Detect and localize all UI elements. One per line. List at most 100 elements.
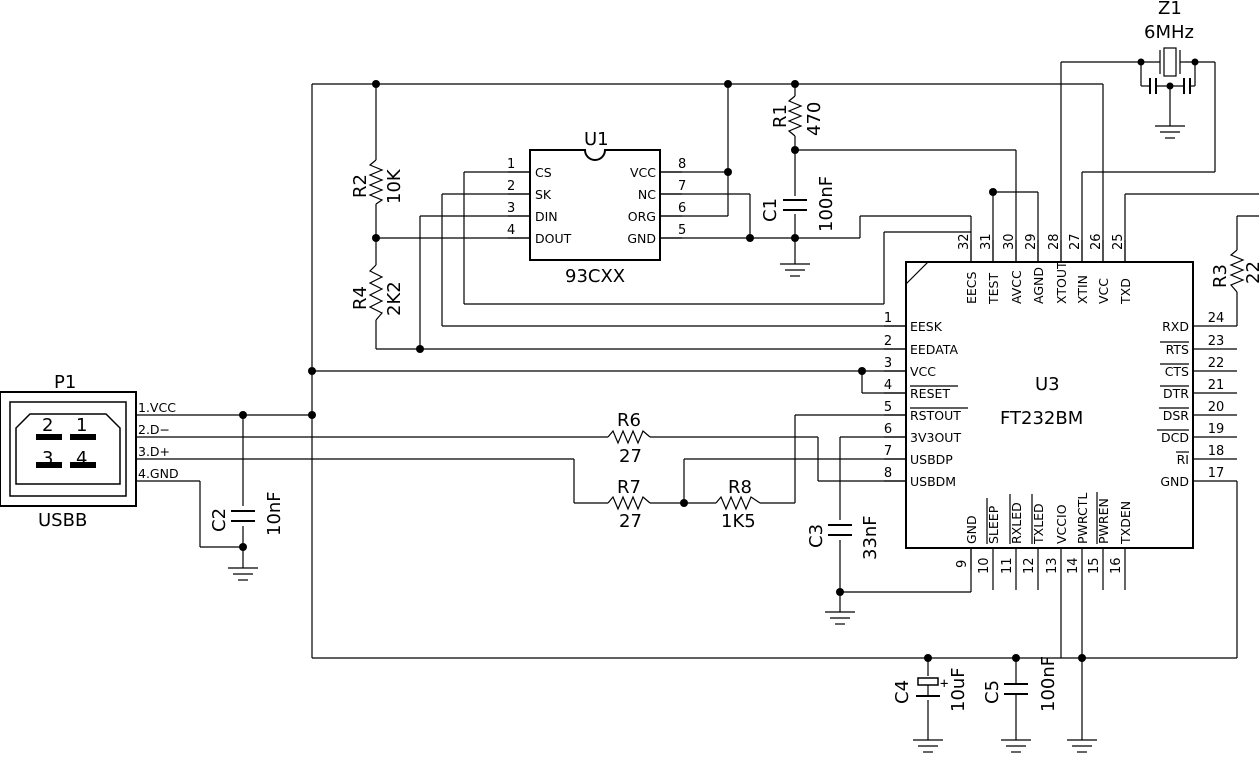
u3-pin-name: CTS bbox=[1165, 364, 1189, 379]
u3-pin-num: 21 bbox=[1208, 378, 1225, 393]
u3-pin-num: 6 bbox=[884, 422, 892, 437]
r3-value: 22 bbox=[1243, 261, 1259, 284]
u3-pin-num: 31 bbox=[979, 233, 994, 250]
u3-pin-num: 5 bbox=[884, 400, 892, 415]
c2-value: 10nF bbox=[264, 491, 285, 536]
ground-icon bbox=[780, 263, 810, 277]
u3-pin-num: 4 bbox=[884, 378, 892, 393]
ground-symbols bbox=[228, 125, 1185, 753]
usb-face-num: 2 bbox=[42, 415, 53, 436]
u3-pin-name: XTIN bbox=[1075, 275, 1090, 304]
u3-pin-name: VCC bbox=[1096, 278, 1111, 304]
u3-pin-name: RI bbox=[1177, 452, 1189, 467]
u3-pin-name: USBDM bbox=[910, 474, 956, 489]
resistors bbox=[368, 95, 1245, 511]
u3-pin-name: AVCC bbox=[1009, 270, 1024, 304]
u3-pin-num: 16 bbox=[1109, 557, 1124, 574]
ground-icon bbox=[228, 567, 258, 581]
wires bbox=[136, 61, 1259, 740]
u1-pin-name: DIN bbox=[535, 209, 558, 224]
c1-ref: C1 bbox=[760, 198, 781, 222]
c3-ref: C3 bbox=[806, 524, 827, 548]
u3-pin-name: TXLED bbox=[1031, 503, 1046, 545]
c4-value: 10uF bbox=[948, 667, 969, 712]
u3-pin-name: USBDP bbox=[910, 452, 953, 467]
u3-pin-num: 14 bbox=[1066, 557, 1081, 574]
u3-left-pins: 1 2 3 4 5 6 7 8 EESK EEDATA VCC RESET RS… bbox=[884, 311, 968, 489]
u3-pin-num: 9 bbox=[955, 560, 970, 568]
u3-pin-num: 32 bbox=[957, 233, 972, 250]
r1-value: 470 bbox=[804, 102, 825, 136]
crystal-z1 bbox=[1140, 47, 1196, 126]
u3-pin-num: 15 bbox=[1087, 557, 1102, 574]
svg-text:+: + bbox=[940, 676, 948, 692]
u1-pin-name: DOUT bbox=[535, 231, 572, 246]
u3-pin-num: 17 bbox=[1208, 466, 1225, 481]
u1-pin-num: 6 bbox=[678, 201, 686, 216]
c5-ref: C5 bbox=[982, 680, 1003, 704]
ground-icon bbox=[825, 611, 855, 625]
r2-value: 10K bbox=[384, 168, 405, 204]
u3-pin-name: VCCIO bbox=[1054, 504, 1069, 544]
u3-pin-name: VCC bbox=[910, 364, 936, 379]
usb-face-num: 1 bbox=[76, 415, 87, 436]
u1-pin-num: 7 bbox=[678, 179, 686, 194]
ground-icon bbox=[1067, 739, 1097, 753]
u3-pin-name: RSTOUT bbox=[910, 408, 961, 423]
u3-pin-name: EEDATA bbox=[910, 342, 958, 357]
p1-part: USBB bbox=[38, 510, 87, 531]
r3-ref: R3 bbox=[1210, 264, 1231, 288]
u3-pin-num: 18 bbox=[1208, 444, 1225, 459]
p1-ref: P1 bbox=[54, 372, 76, 393]
u3-pin-num: 2 bbox=[884, 334, 892, 349]
u3-pin-num: 1 bbox=[884, 311, 892, 326]
usb-contact-icon bbox=[36, 462, 62, 468]
u3-pin-num: 28 bbox=[1047, 233, 1062, 250]
u3-pin-num: 22 bbox=[1208, 356, 1225, 371]
u3-pin-num: 23 bbox=[1208, 334, 1225, 349]
u3-pin-name: TEST bbox=[986, 273, 1001, 305]
u3-pin-num: 20 bbox=[1208, 400, 1225, 415]
r8-ref: R8 bbox=[728, 477, 752, 498]
u3-top-pins: 32 31 30 29 28 27 26 25 EECS TEST AVCC A… bbox=[957, 233, 1133, 305]
u3-pin-name: RTS bbox=[1166, 342, 1189, 357]
ground-icon bbox=[1155, 125, 1185, 139]
u1-pin-num: 8 bbox=[678, 157, 686, 172]
u3-pin-name: XTOUT bbox=[1054, 261, 1069, 304]
u3-pin-num: 10 bbox=[977, 557, 992, 574]
u3-pin-num: 29 bbox=[1024, 233, 1039, 250]
u3-usb-uart: U3 FT232BM 1 2 3 4 5 6 7 8 EES bbox=[884, 233, 1224, 574]
u3-pin-num: 26 bbox=[1089, 233, 1104, 250]
ground-icon bbox=[1001, 739, 1031, 753]
u3-pin-name: TXD bbox=[1118, 278, 1133, 305]
u3-pin-num: 24 bbox=[1208, 311, 1225, 326]
u3-pin-name: RXD bbox=[1162, 319, 1189, 334]
ground-icon bbox=[913, 739, 943, 753]
u3-pin-num: 19 bbox=[1208, 422, 1225, 437]
usb-contact-icon bbox=[36, 434, 62, 440]
r7-value: 27 bbox=[619, 511, 642, 532]
u1-pin-num: 3 bbox=[507, 201, 515, 216]
u1-pin-num: 4 bbox=[507, 223, 515, 238]
z1-ref: Z1 bbox=[1158, 0, 1182, 19]
u3-pin-num: 12 bbox=[1022, 557, 1037, 574]
r6-value: 27 bbox=[619, 446, 642, 467]
u1-pin-name: CS bbox=[535, 165, 552, 180]
p1-pin-label: 3.D+ bbox=[138, 444, 170, 459]
c3-value: 33nF bbox=[860, 515, 881, 560]
r2-ref: R2 bbox=[350, 174, 371, 198]
u3-pin-name: 3V3OUT bbox=[910, 430, 961, 445]
u1-pin-name: SK bbox=[535, 187, 552, 202]
u1-pin-name: ORG bbox=[628, 209, 656, 224]
u3-pin-name: RXLED bbox=[1009, 502, 1024, 544]
u3-pin-name: EESK bbox=[910, 319, 943, 334]
u1-pin-num: 2 bbox=[507, 179, 515, 194]
u1-pin-num: 1 bbox=[507, 157, 515, 172]
u3-bottom-pins: GND SLEEP RXLED TXLED VCCIO PWRCTL PWREN… bbox=[955, 492, 1133, 574]
u3-pin-name: RESET bbox=[910, 386, 950, 401]
u1-pin-name: NC bbox=[638, 187, 656, 202]
p1-pin-label: 2.D− bbox=[138, 422, 170, 437]
r4-ref: R4 bbox=[350, 286, 371, 310]
c5-value: 100nF bbox=[1038, 656, 1059, 712]
